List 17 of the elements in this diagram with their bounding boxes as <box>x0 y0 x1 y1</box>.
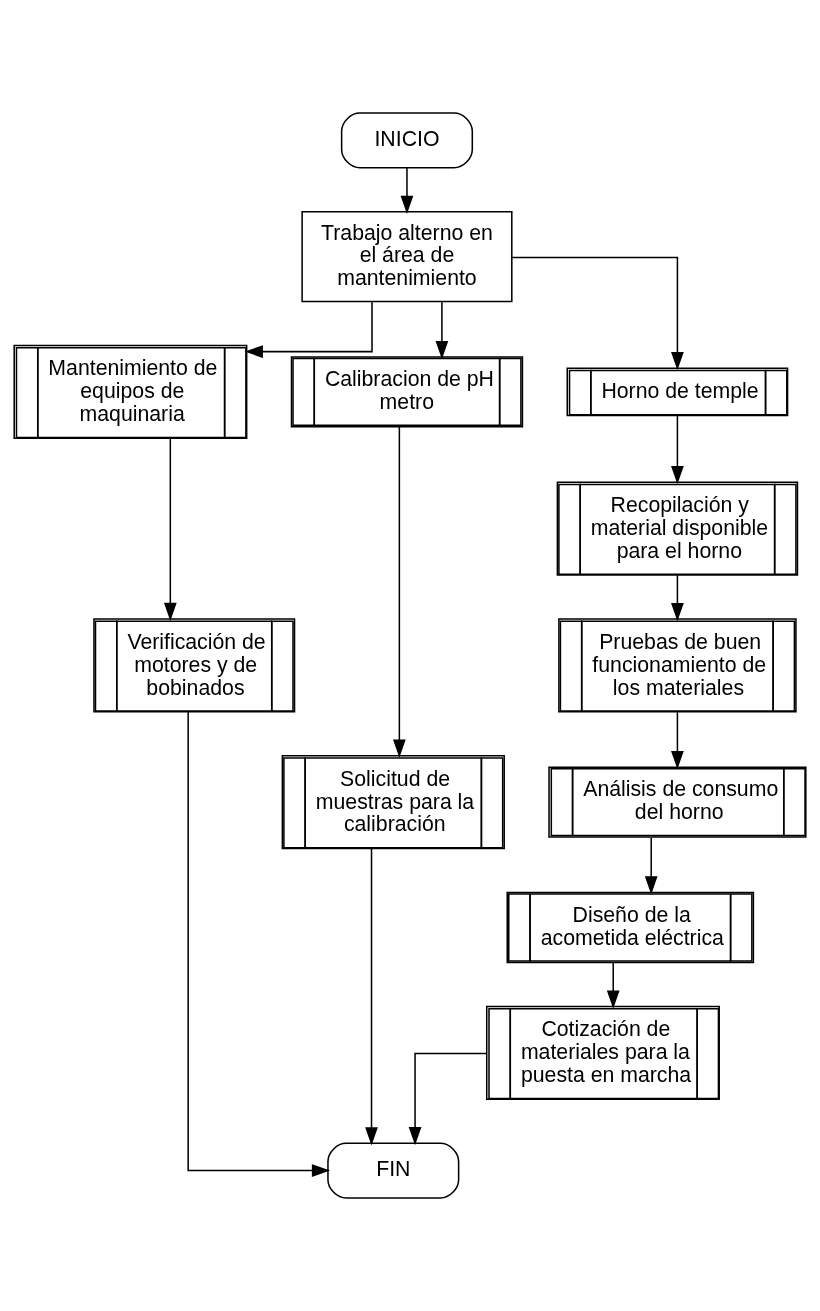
arrow <box>671 574 684 622</box>
arrow <box>163 437 177 622</box>
arrow <box>408 1052 488 1146</box>
arrow <box>365 848 378 1146</box>
arrow <box>644 836 658 895</box>
arrow <box>511 256 684 371</box>
arrow <box>606 962 620 1009</box>
arrow <box>400 167 414 214</box>
arrow <box>392 426 406 758</box>
arrow <box>435 300 449 360</box>
node-box: INICIO <box>340 112 474 169</box>
node-box: FIN <box>327 1142 460 1199</box>
arrow <box>244 301 373 358</box>
arrow <box>187 711 331 1177</box>
node-box: Trabajo alterno en el área de mantenimiento <box>301 211 513 303</box>
arrow <box>671 414 684 485</box>
arrow <box>671 711 684 770</box>
